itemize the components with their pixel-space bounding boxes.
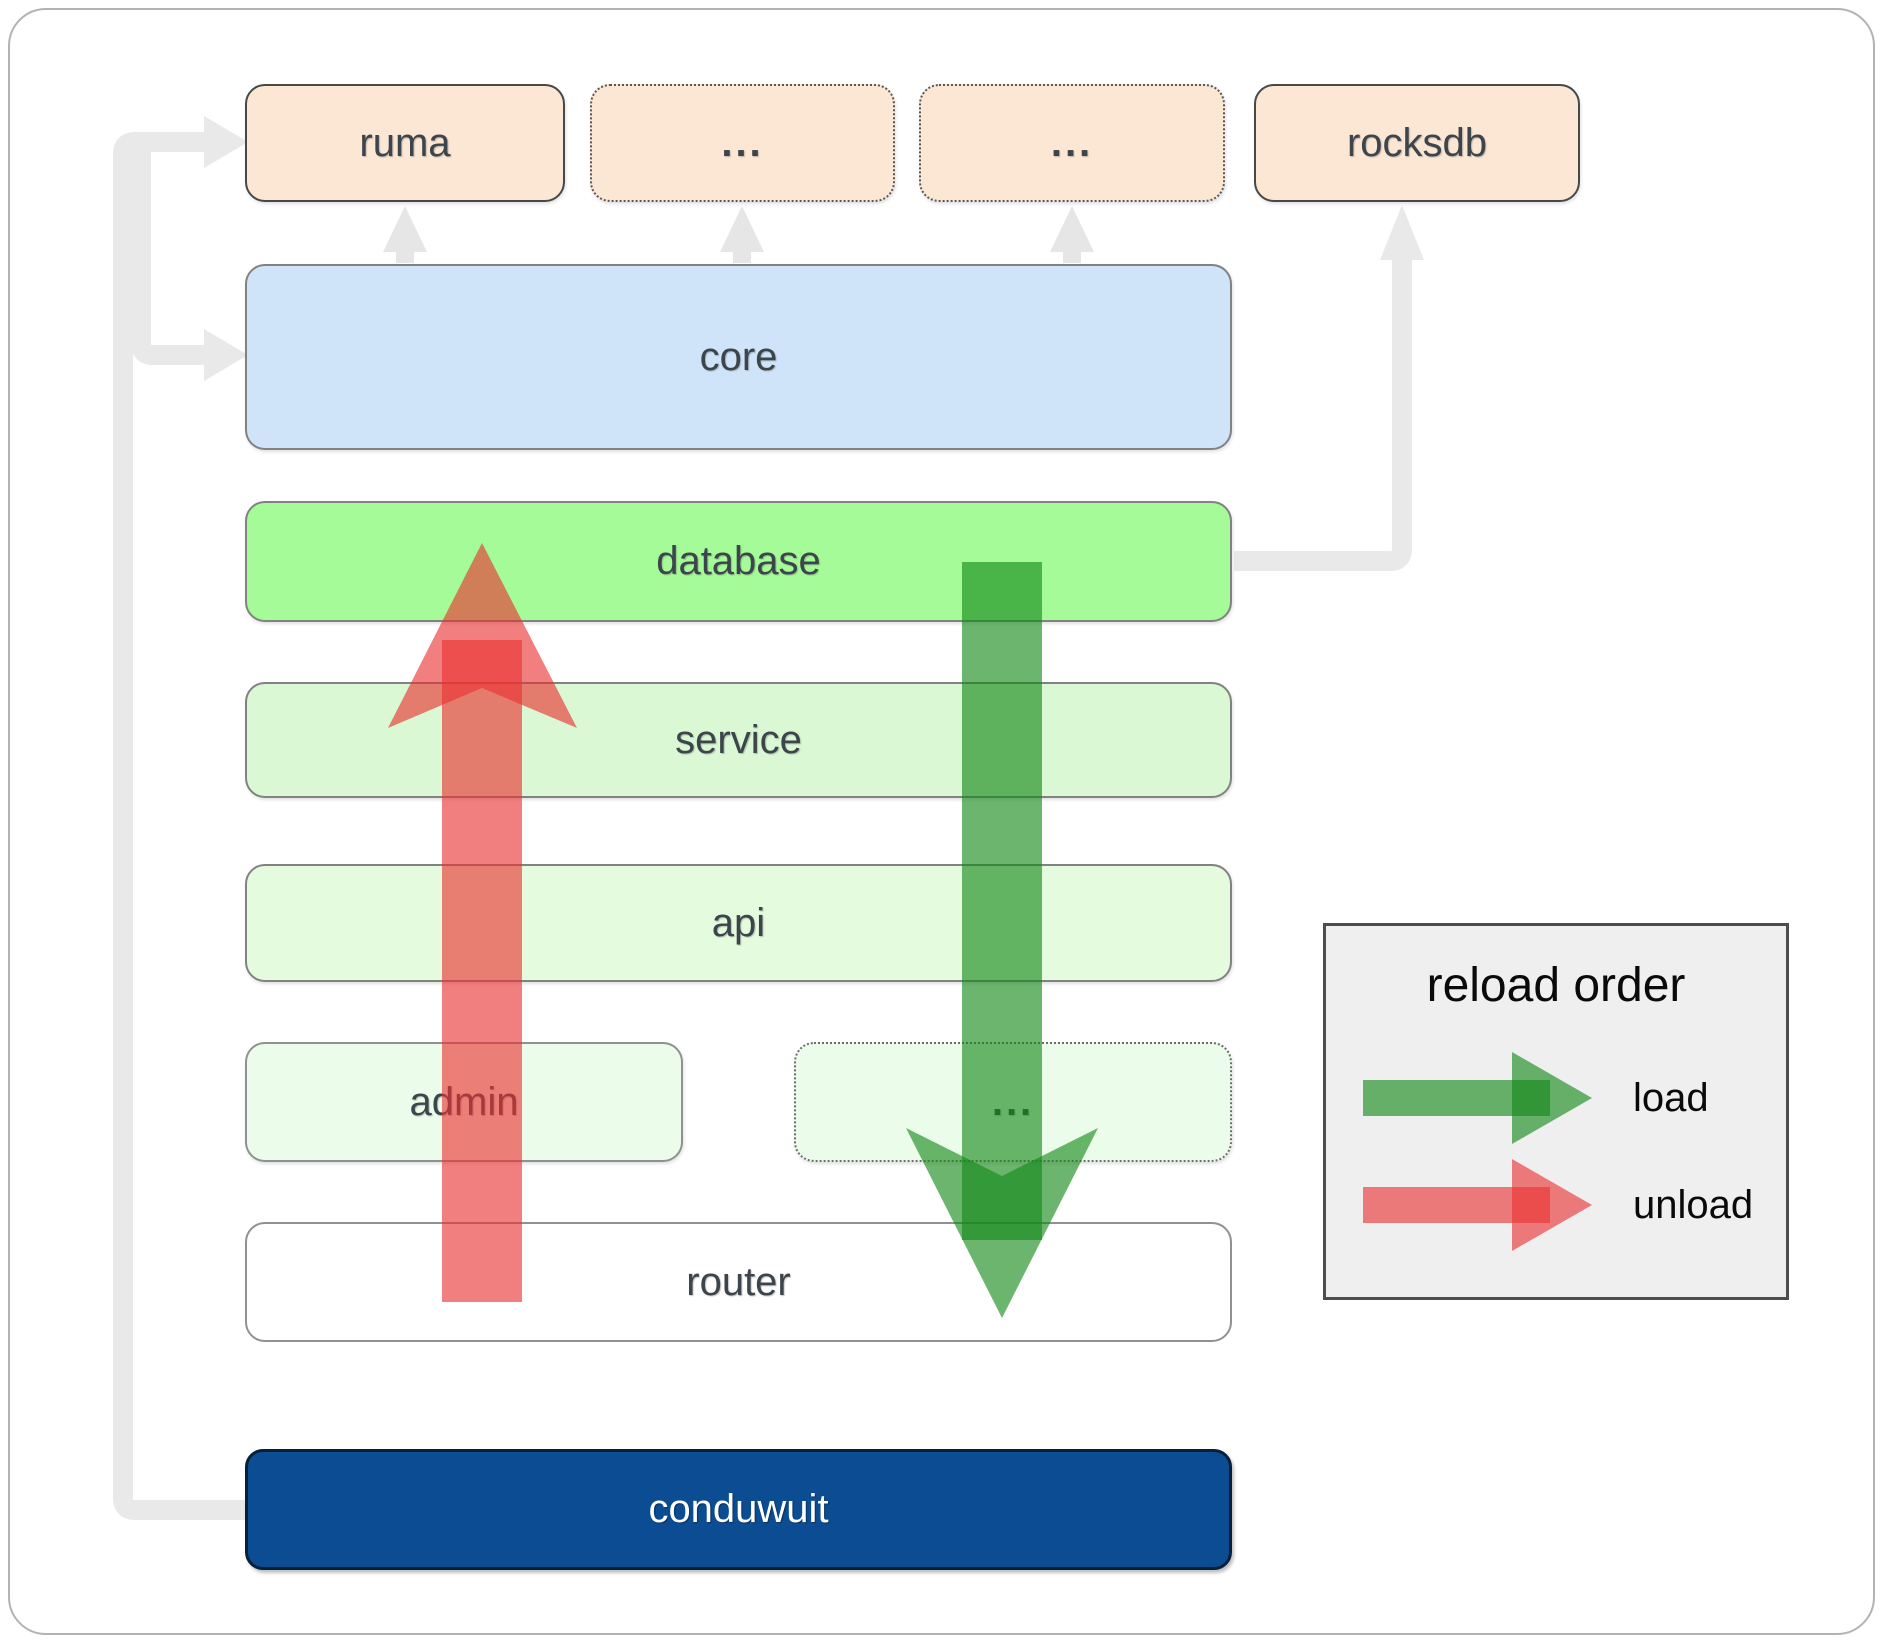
box-ruma: ruma — [245, 84, 565, 202]
diagram-outer-frame — [8, 8, 1875, 1635]
legend-unload-label: unload — [1633, 1183, 1754, 1227]
box-ellipsis-top-1: ... — [590, 84, 895, 202]
box-conduwuit: conduwuit — [245, 1449, 1232, 1570]
legend: reload order load unload — [1323, 923, 1789, 1300]
box-api: api — [245, 864, 1232, 982]
box-admin: admin — [245, 1042, 683, 1162]
box-core: core — [245, 264, 1232, 450]
box-database: database — [245, 501, 1232, 622]
legend-load-label: load — [1633, 1076, 1709, 1120]
box-rocksdb: rocksdb — [1254, 84, 1580, 202]
box-router: router — [245, 1222, 1232, 1342]
legend-title: reload order — [1426, 959, 1686, 1012]
box-ellipsis-admin: ... — [794, 1042, 1232, 1162]
box-service: service — [245, 682, 1232, 798]
box-ellipsis-top-2: ... — [919, 84, 1225, 202]
